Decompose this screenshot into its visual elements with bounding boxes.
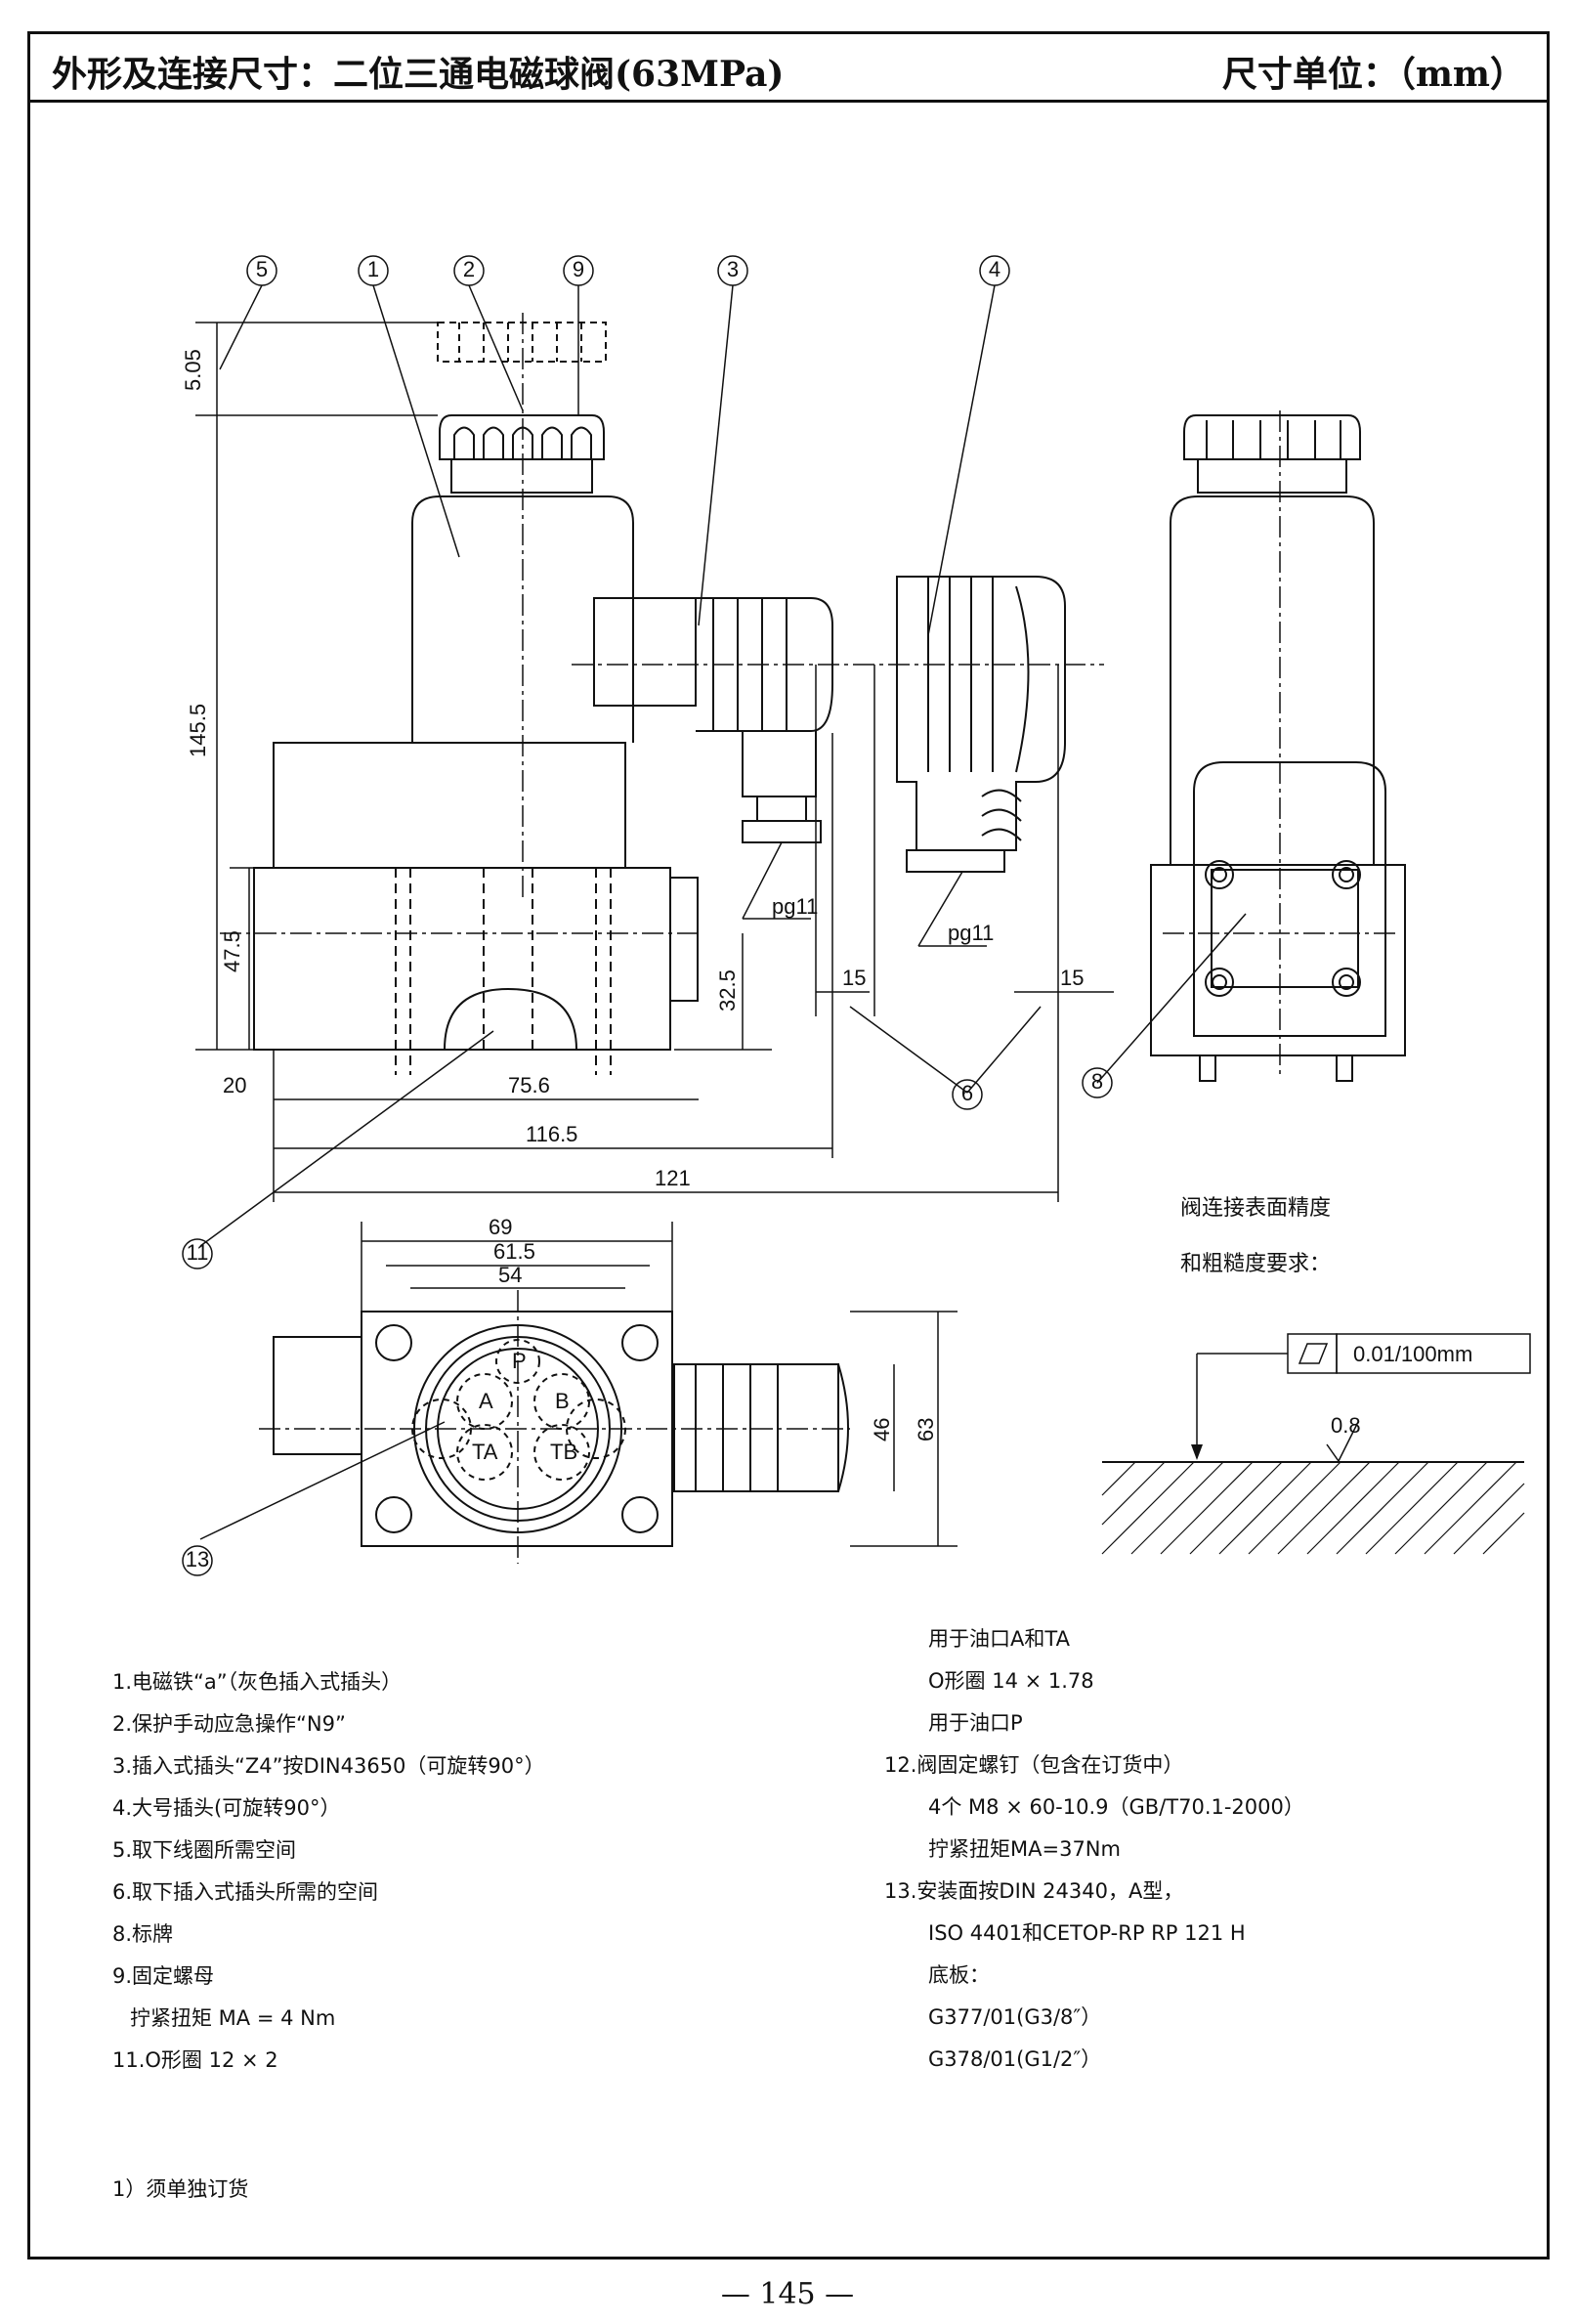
callout-leaders xyxy=(199,284,1247,1540)
page-number: — 145 — xyxy=(720,2277,855,2311)
flatness-icon xyxy=(1298,1343,1329,1364)
page-frame: 外形及连接尺寸：二位三通电磁球阀(63MPa) 尺寸单位：（mm） xyxy=(27,31,1550,2259)
dim-116-5: 116.5 xyxy=(526,1122,577,1146)
knob xyxy=(439,414,605,494)
dim-pg11-right: pg11 xyxy=(948,921,994,945)
port-label-ta: TA xyxy=(472,1440,498,1464)
callout-8: 8 xyxy=(1091,1069,1103,1094)
surface-requirement: 阀连接表面精度 和粗糙度要求： 0.01/100mm 0.8 xyxy=(1101,1196,1531,1555)
port-label-b: B xyxy=(555,1389,570,1413)
dim-5-05: 5.05 xyxy=(181,349,205,391)
dimension-lines xyxy=(195,322,1114,1547)
callout-1: 1 xyxy=(367,257,379,281)
dim-32-5: 32.5 xyxy=(715,969,740,1011)
note-item: 13.安装面按DIN 24340，A型， xyxy=(884,1879,1184,1903)
notes-right: 用于油口A和TA O形圈 14 × 1.78 用于油口P 12.阀固定螺钉（包含… xyxy=(884,1618,1304,2081)
note-item: 4.大号插头(可旋转90°） xyxy=(112,1796,341,1820)
note-item: ISO 4401和CETOP-RP RP 121 H xyxy=(928,1921,1246,1945)
note-item: 5.取下线圈所需空间 xyxy=(112,1838,297,1862)
note-item: 拧紧扭矩 MA = 4 Nm xyxy=(130,2006,336,2030)
plug-connector xyxy=(593,597,833,843)
side-view xyxy=(1150,410,1406,1082)
note-item: G378/01(G1/2″） xyxy=(928,2047,1102,2071)
callout-4: 4 xyxy=(989,257,1000,281)
callout-6: 6 xyxy=(961,1081,973,1105)
note-item: 6.取下插入式插头所需的空间 xyxy=(112,1880,379,1904)
unit-label: 尺寸单位：（mm） xyxy=(1221,54,1525,95)
dim-54: 54 xyxy=(498,1263,522,1287)
header-bar: 外形及连接尺寸：二位三通电磁球阀(63MPa) 尺寸单位：（mm） xyxy=(30,34,1547,103)
callout-numbers: 5 1 2 9 3 4 6 8 11 13 xyxy=(186,257,1103,1571)
hidden-lines xyxy=(395,868,612,1075)
dim-63: 63 xyxy=(914,1418,938,1442)
dim-46: 46 xyxy=(870,1418,894,1442)
note-item: 1.电磁铁“a”（灰色插入式插头） xyxy=(112,1670,403,1694)
note-item: G377/01(G3/8″） xyxy=(928,2005,1102,2029)
notes-left: 1.电磁铁“a”（灰色插入式插头） 2.保护手动应急操作“N9” 3.插入式插头… xyxy=(112,1661,545,2082)
footnote: 1）须单独订货 xyxy=(112,2177,249,2201)
note-item: 2.保护手动应急操作“N9” xyxy=(112,1712,346,1736)
large-plug-view xyxy=(896,576,1066,873)
dim-61-5: 61.5 xyxy=(493,1239,535,1264)
surface-req-line2: 和粗糙度要求： xyxy=(1180,1252,1331,1276)
valve-body-upper xyxy=(273,742,626,869)
dim-20: 20 xyxy=(223,1073,246,1097)
dim-15-left: 15 xyxy=(842,966,866,990)
dim-pg11-left: pg11 xyxy=(772,894,818,919)
port-label-p: P xyxy=(512,1349,527,1373)
dim-75-6: 75.6 xyxy=(508,1073,550,1097)
dim-47-5: 47.5 xyxy=(220,930,244,972)
dim-69: 69 xyxy=(489,1215,512,1239)
surface-hatch xyxy=(1101,1461,1525,1555)
dim-121: 121 xyxy=(655,1166,691,1190)
top-view xyxy=(259,1290,850,1564)
valve-body-lower xyxy=(253,867,671,1051)
callout-circles xyxy=(182,255,1113,1576)
note-item: 底板： xyxy=(928,1963,990,1987)
side-plug xyxy=(669,877,699,1002)
note-item: 用于油口P xyxy=(928,1711,1023,1735)
callout-5: 5 xyxy=(256,257,268,281)
dimension-labels: 5.05 145.5 47.5 32.5 15 15 20 75.6 116.5… xyxy=(181,349,1084,1464)
callout-9: 9 xyxy=(573,257,584,281)
note-item: 11.O形圈 12 × 2 xyxy=(112,2048,278,2072)
note-item: 用于油口A和TA xyxy=(928,1627,1070,1651)
port-label-a: A xyxy=(479,1389,493,1413)
callout-2: 2 xyxy=(463,257,475,281)
roughness-value: 0.8 xyxy=(1331,1413,1361,1438)
callout-11: 11 xyxy=(187,1240,209,1265)
technical-drawing: 5.05 145.5 47.5 32.5 15 15 20 75.6 116.5… xyxy=(181,255,1531,1576)
note-item: 3.插入式插头“Z4”按DIN43650（可旋转90°） xyxy=(112,1754,545,1778)
callout-13: 13 xyxy=(186,1547,209,1571)
flatness-value: 0.01/100mm xyxy=(1353,1342,1472,1366)
note-item: 8.标牌 xyxy=(112,1922,174,1946)
surface-req-line1: 阀连接表面精度 xyxy=(1180,1196,1331,1221)
port-recess xyxy=(444,987,577,1051)
note-item: O形圈 14 × 1.78 xyxy=(928,1669,1094,1693)
note-item: 9.固定螺母 xyxy=(112,1964,215,1988)
dim-15-right: 15 xyxy=(1060,966,1084,990)
knob-removal-space xyxy=(437,322,607,363)
coil xyxy=(411,495,634,743)
page-title: 外形及连接尺寸：二位三通电磁球阀(63MPa) xyxy=(52,54,785,95)
callout-3: 3 xyxy=(727,257,739,281)
note-item: 4个 M8 × 60-10.9（GB/T70.1-2000） xyxy=(928,1795,1304,1819)
note-item: 拧紧扭矩MA=37Nm xyxy=(928,1837,1121,1861)
port-label-tb: TB xyxy=(550,1440,577,1464)
dim-145-5: 145.5 xyxy=(186,704,210,757)
note-item: 12.阀固定螺钉（包含在订货中） xyxy=(884,1753,1184,1777)
